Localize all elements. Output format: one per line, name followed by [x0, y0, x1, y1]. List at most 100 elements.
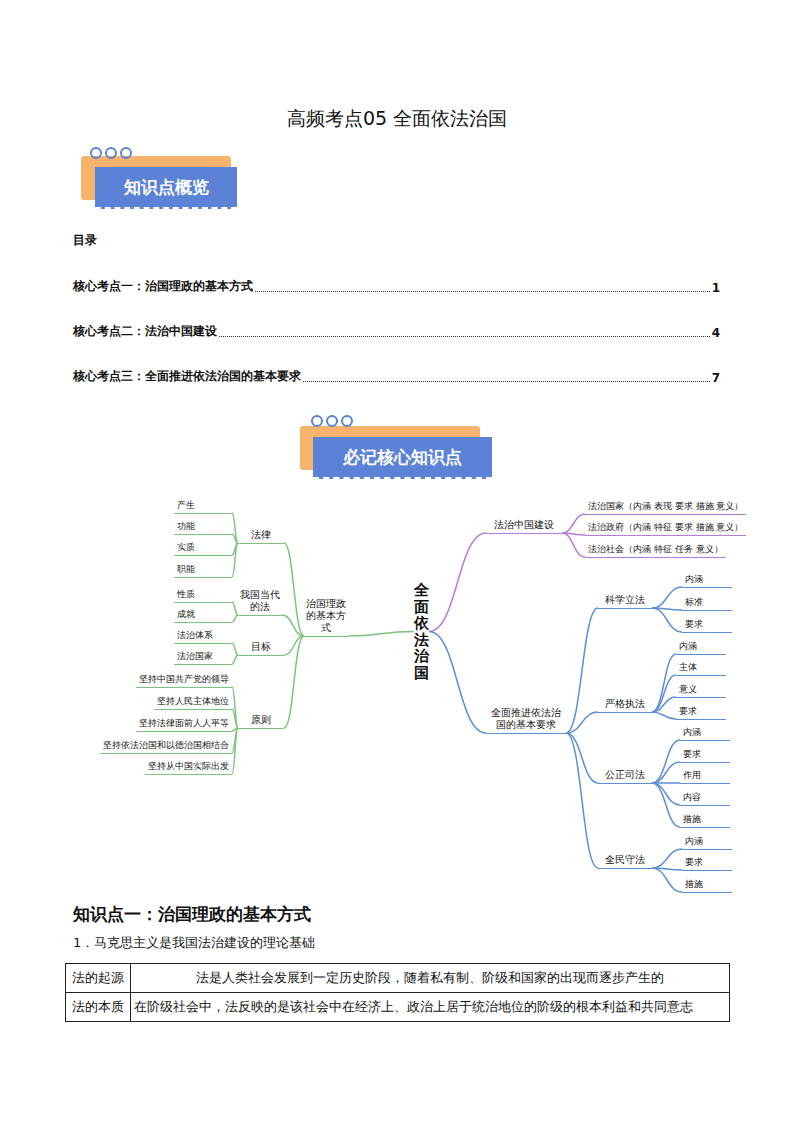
- leaf-topic: 要求: [682, 618, 732, 633]
- mindmap-connector: [284, 543, 304, 636]
- mindmap-connector: [652, 849, 682, 868]
- leaf-topic: 内涵: [680, 726, 730, 741]
- leaf-topic: 法治社会（内涵 特征 任务 意义）: [585, 543, 726, 558]
- leaf-topic: 坚持从中国实际出发: [145, 760, 232, 775]
- node-text: 功能: [177, 521, 195, 531]
- branch-topic: 全民守法: [598, 854, 652, 869]
- mindmap-connector: [284, 636, 304, 728]
- node-text: 标准: [685, 597, 703, 607]
- node-text: 治国理政的基本方式: [306, 598, 346, 633]
- section-badge: 知识点概览: [95, 167, 237, 209]
- toc-row: 核心考点一：治国理政的基本方式 1: [73, 278, 720, 295]
- node-text: 科学立法: [605, 594, 645, 605]
- node-text: 坚持人民主体地位: [157, 696, 229, 706]
- mindmap-connector: [652, 868, 682, 892]
- page-number: 4: [712, 326, 720, 340]
- node-text: 法治中国建设: [494, 519, 554, 530]
- leaf-topic: 内涵: [676, 640, 726, 655]
- leaf-topic: 措施: [680, 813, 730, 828]
- branch-topic: 法律: [238, 529, 284, 544]
- dot-leader: [219, 336, 710, 337]
- leaf-topic: 法治国家: [174, 650, 232, 665]
- node-text: 意义: [679, 684, 697, 694]
- leaf-topic: 要求: [680, 748, 730, 763]
- node-text: 内涵: [679, 641, 697, 651]
- mindmap-connector: [232, 543, 238, 577]
- table-cell: 法的起源: [66, 964, 131, 993]
- mindmap-connector: [232, 655, 238, 664]
- cell-text: 在阶级社会中，法反映的是该社会中在经济上、政治上居于统治地位的阶级的根本利益和共…: [134, 999, 693, 1014]
- cell-text: 法的起源: [72, 970, 124, 985]
- mindmap-connector: [232, 615, 238, 622]
- node-text: 坚持法律面前人人平等: [139, 718, 229, 728]
- cell-text: 法的本质: [72, 999, 124, 1014]
- mindmap-connector: [652, 762, 680, 783]
- leaf-topic: 意义: [676, 683, 726, 698]
- table-row: 法的起源法是人类社会发展到一定历史阶段，随着私有制、阶级和国家的出现而逐步产生的: [66, 964, 730, 993]
- node-text: 原则: [251, 714, 271, 725]
- mindmap-connector: [652, 697, 676, 712]
- node-text: 全面依法治国: [414, 581, 429, 682]
- mindmap-connector: [566, 733, 598, 868]
- leaf-topic: 内容: [680, 791, 730, 806]
- dot-leader: [255, 291, 710, 292]
- page-number: 7: [712, 371, 720, 385]
- dot-leader: [303, 381, 710, 382]
- table-cell: 法的本质: [66, 993, 131, 1022]
- table-cell: 法是人类社会发展到一定历史阶段，随着私有制、阶级和国家的出现而逐步产生的: [131, 964, 730, 993]
- branch-topic: 目标: [238, 641, 284, 656]
- table-cell: 在阶级社会中，法反映的是该社会中在经济上、政治上居于统治地位的阶级的根本利益和共…: [131, 993, 730, 1022]
- node-text: 法治政府（内涵 特征 要求 措施 意义）: [588, 522, 743, 532]
- leaf-topic: 功能: [174, 520, 232, 535]
- node-text: 内涵: [685, 836, 703, 846]
- leaf-topic: 实质: [174, 541, 232, 556]
- leaf-topic: 产生: [174, 499, 232, 514]
- leaf-topic: 措施: [682, 878, 732, 893]
- toc-row: 核心考点三：全面推进依法治国的基本要求 7: [73, 368, 720, 385]
- node-text: 成就: [177, 609, 195, 619]
- branch-topic: 科学立法: [598, 594, 652, 609]
- node-text: 产生: [177, 500, 195, 510]
- leaf-topic: 作用: [680, 769, 730, 784]
- node-text: 法治社会（内涵 特征 任务 意义）: [588, 544, 723, 554]
- mindmap-connector: [562, 533, 585, 557]
- toc-entry: 核心考点二：法治中国建设: [73, 323, 217, 340]
- leaf-topic: 标准: [682, 596, 732, 611]
- section-heading: 知识点一：治国理政的基本方式: [73, 903, 311, 926]
- node-text: 实质: [177, 542, 195, 552]
- leaf-topic: 职能: [174, 563, 232, 578]
- node-text: 内涵: [685, 574, 703, 584]
- node-text: 法治国家（内涵 表现 要求 措施 意义）: [588, 501, 743, 511]
- page-title: 高频考点05 全面依法治国: [0, 106, 794, 132]
- badge-rings: [91, 148, 131, 158]
- branch-topic: 原则: [238, 714, 284, 729]
- node-text: 性质: [177, 589, 195, 599]
- node-text: 坚持从中国实际出发: [148, 761, 229, 771]
- mindmap-connector: [652, 783, 680, 805]
- node-text: 要求: [683, 749, 701, 759]
- leaf-topic: 主体: [676, 661, 726, 676]
- branch-topic: 法治中国建设: [486, 519, 562, 534]
- branch-topic: 治国理政的基本方式: [304, 598, 348, 637]
- node-text: 我国当代的法: [240, 589, 280, 612]
- central-topic: 全面依法治国: [414, 582, 429, 681]
- node-text: 法律: [251, 529, 271, 540]
- toc-entry: 核心考点三：全面推进依法治国的基本要求: [73, 368, 301, 385]
- page-number: 1: [712, 281, 720, 295]
- toc-row: 核心考点二：法治中国建设 4: [73, 323, 720, 340]
- leaf-topic: 要求: [682, 856, 732, 871]
- node-text: 措施: [685, 879, 703, 889]
- mindmap-connector: [652, 654, 676, 712]
- branch-topic: 全面推进依法治国的基本要求: [486, 707, 566, 734]
- branch-topic: 我国当代的法: [238, 589, 282, 616]
- branch-topic: 严格执法: [598, 698, 652, 713]
- mindmap-connector: [566, 712, 598, 733]
- leaf-topic: 坚持中国共产党的领导: [136, 673, 232, 688]
- node-text: 全民守法: [605, 854, 645, 865]
- node-text: 要求: [685, 619, 703, 629]
- mindmap-connector: [652, 740, 680, 783]
- node-text: 公正司法: [605, 769, 645, 780]
- toc-entry: 核心考点一：治国理政的基本方式: [73, 278, 253, 295]
- node-text: 严格执法: [605, 698, 645, 709]
- leaf-topic: 要求: [676, 705, 726, 720]
